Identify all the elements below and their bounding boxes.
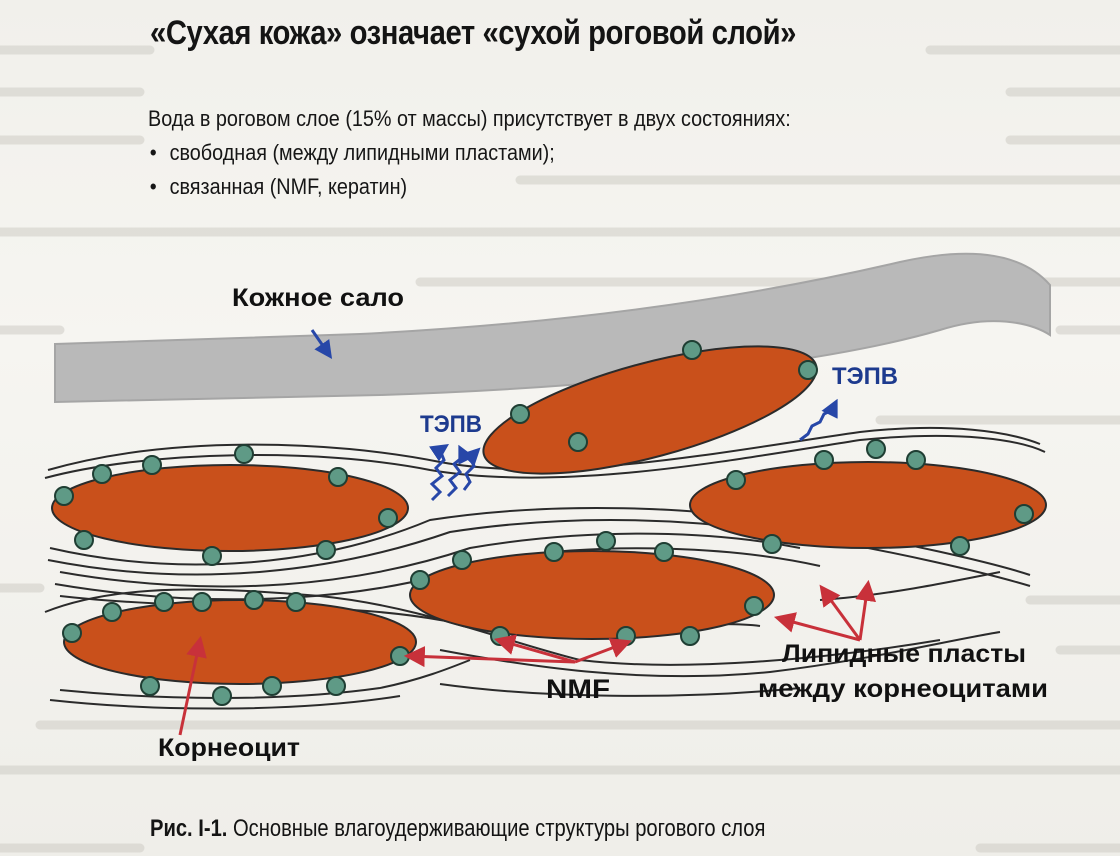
tewl-arrows-left xyxy=(429,444,481,502)
annotation-arrows xyxy=(178,579,877,736)
label-tewl-right: ТЭПВ xyxy=(832,363,898,390)
figure-number: Рис. I-1. xyxy=(150,815,228,842)
intro-block: Вода в роговом слое (15% от массы) прису… xyxy=(148,102,791,204)
corneocytes xyxy=(51,345,1047,685)
label-lipid-line-2: между корнеоцитами xyxy=(758,675,1048,703)
tewl-arrows-right xyxy=(799,398,838,442)
label-corneocyte: Корнеоцит xyxy=(158,734,300,762)
intro-lead: Вода в роговом слое (15% от массы) прису… xyxy=(148,106,791,131)
list-item-bound-water: связанная (NMF, кератин) xyxy=(148,170,791,204)
label-sebum: Кожное сало xyxy=(232,284,404,312)
figure-caption: Рис. I-1. Основные влагоудерживающие стр… xyxy=(150,815,765,843)
sebum-layer xyxy=(54,252,1051,404)
corneocyte-cell xyxy=(689,461,1047,549)
label-lipid-line-1: Липидные пласты xyxy=(782,640,1026,668)
label-tewl-left: ТЭПВ xyxy=(420,411,482,438)
label-nmf: NMF xyxy=(546,674,610,704)
page-title: «Сухая кожа» означает «сухой роговой сло… xyxy=(150,14,796,52)
corneocyte-cell xyxy=(63,599,417,685)
figure-caption-text: Основные влагоудерживающие структуры рог… xyxy=(232,815,766,842)
list-item-free-water: свободная (между липидными пластами); xyxy=(148,136,791,170)
water-state-list: свободная (между липидными пластами); св… xyxy=(148,136,791,204)
sebum-pointer-arrow xyxy=(310,329,333,359)
corneocyte-cell xyxy=(51,464,409,552)
corneocyte-cell xyxy=(409,550,775,640)
